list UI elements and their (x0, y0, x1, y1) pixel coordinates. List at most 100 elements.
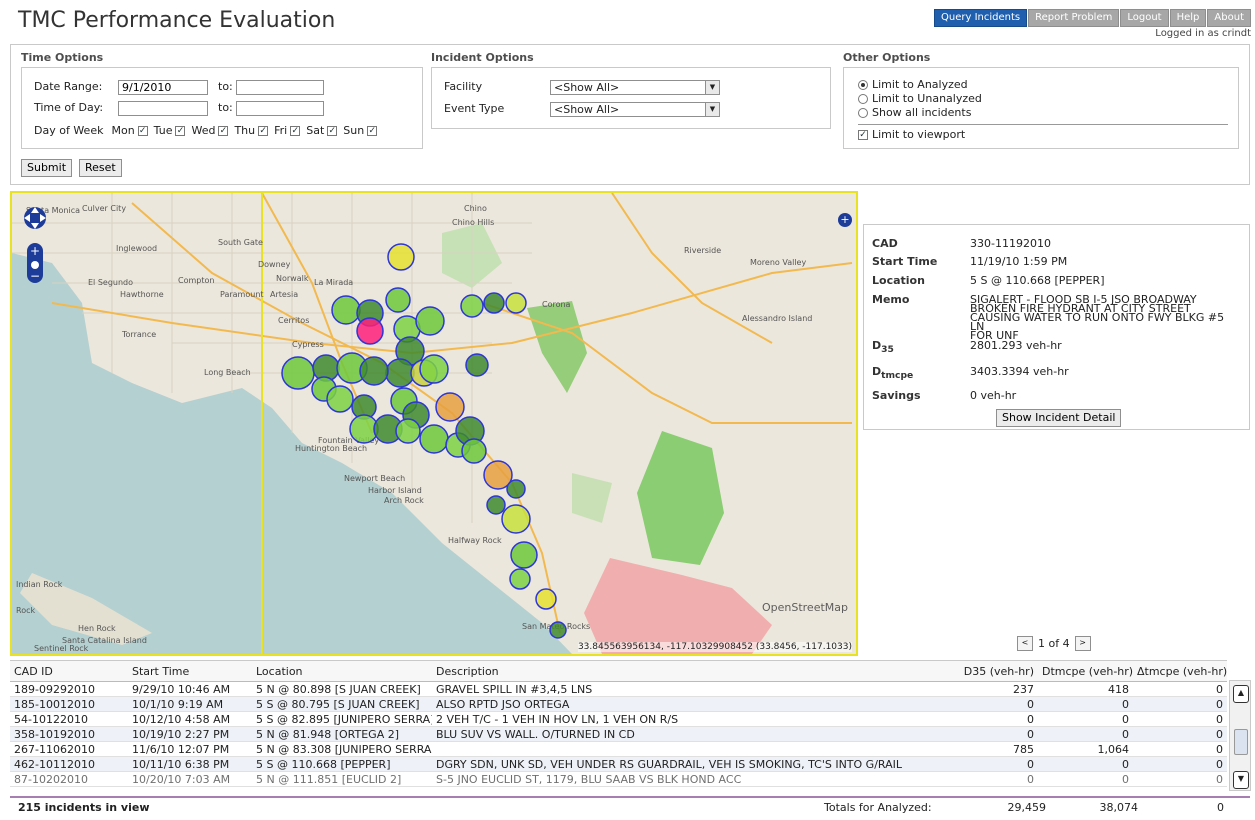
day-checkbox[interactable]: ✓ (137, 125, 148, 136)
incident-marker[interactable] (501, 504, 531, 534)
incident-marker[interactable] (486, 495, 506, 515)
time-options-title: Time Options (21, 51, 104, 64)
incident-marker[interactable] (419, 424, 449, 454)
incident-marker[interactable] (506, 479, 526, 499)
cell-d35: 0 (947, 771, 1038, 787)
incident-marker[interactable] (359, 356, 389, 386)
dtmcpe-value: 3403.3394 veh-hr (970, 365, 1069, 378)
column-header[interactable]: CAD ID (10, 661, 128, 682)
day-checkbox[interactable]: ✓ (327, 125, 338, 136)
limit-viewport-option[interactable]: ✓ Limit to viewport (858, 128, 965, 141)
layer-switcher-icon[interactable]: + (838, 213, 852, 227)
incident-marker[interactable] (331, 295, 361, 325)
incident-marker[interactable] (483, 292, 505, 314)
scroll-down-icon[interactable]: ▼ (1233, 771, 1249, 789)
day-sat[interactable]: Sat✓ (306, 124, 338, 137)
nav-help[interactable]: Help (1169, 9, 1207, 27)
show-incident-detail-button[interactable]: Show Incident Detail (996, 409, 1122, 427)
reset-button[interactable]: Reset (79, 159, 122, 177)
restricted-area (584, 558, 772, 654)
day-wed[interactable]: Wed✓ (191, 124, 229, 137)
filter-option-2[interactable]: Show all incidents (858, 106, 971, 119)
day-of-week-label: Day of Week (34, 124, 104, 137)
incident-marker[interactable] (326, 385, 354, 413)
incident-marker[interactable] (461, 438, 487, 464)
table-scrollbar[interactable]: ▲ ▼ (1229, 680, 1251, 791)
map-place-label: Compton (178, 276, 214, 285)
event-type-select[interactable]: <Show All> ▼ (550, 102, 720, 117)
facility-label: Facility (444, 80, 483, 93)
limit-viewport-checkbox[interactable]: ✓ (858, 129, 868, 140)
filter-radio[interactable] (858, 93, 868, 104)
incident-marker[interactable] (385, 287, 411, 313)
prev-page-button[interactable]: < (1017, 636, 1033, 651)
date-from-input[interactable] (118, 80, 208, 95)
incident-marker[interactable] (281, 356, 315, 390)
incident-marker[interactable] (483, 460, 513, 490)
time-from-input[interactable] (118, 101, 208, 116)
column-header[interactable]: Start Time (128, 661, 252, 682)
incident-marker[interactable] (465, 353, 489, 377)
day-fri[interactable]: Fri✓ (274, 124, 301, 137)
limit-viewport-label: Limit to viewport (872, 128, 966, 141)
day-checkbox[interactable]: ✓ (218, 125, 229, 136)
incident-marker[interactable] (419, 354, 449, 384)
incident-marker[interactable] (415, 306, 445, 336)
incident-marker[interactable] (505, 292, 527, 314)
incident-marker[interactable] (549, 621, 567, 639)
day-checkbox[interactable]: ✓ (175, 125, 186, 136)
nav-report-problem[interactable]: Report Problem (1028, 9, 1120, 27)
map-pan-zoom-control[interactable]: + − (20, 199, 50, 302)
scroll-up-icon[interactable]: ▲ (1233, 685, 1249, 703)
column-header[interactable]: Location (252, 661, 432, 682)
chevron-down-icon: ▼ (705, 81, 719, 94)
filter-radio[interactable] (858, 79, 868, 90)
day-checkbox[interactable]: ✓ (367, 125, 378, 136)
date-to-input[interactable] (236, 80, 324, 95)
filter-radio[interactable] (858, 107, 868, 118)
incident-marker[interactable] (356, 317, 384, 345)
nav-about[interactable]: About (1207, 9, 1251, 27)
incident-marker[interactable] (435, 392, 465, 422)
day-checkbox[interactable]: ✓ (290, 125, 301, 136)
time-to-input[interactable] (236, 101, 324, 116)
day-checkbox[interactable]: ✓ (258, 125, 269, 136)
savings-label: Savings (872, 389, 921, 402)
day-tue[interactable]: Tue✓ (154, 124, 186, 137)
column-header[interactable]: Dtmcpe (veh-hr) (1038, 661, 1133, 682)
filter-option-1[interactable]: Limit to Unanalyzed (858, 92, 982, 105)
day-mon[interactable]: Mon✓ (111, 124, 148, 137)
column-header[interactable]: Δtmcpe (veh-hr) (1133, 661, 1227, 682)
nav-query-incidents[interactable]: Query Incidents (934, 9, 1028, 27)
cell-desc: DGRY SDN, UNK SD, VEH UNDER RS GUARDRAIL… (432, 756, 947, 772)
incident-marker[interactable] (510, 541, 538, 569)
incident-marker[interactable] (535, 588, 557, 610)
nav-logout[interactable]: Logout (1120, 9, 1169, 27)
next-page-button[interactable]: > (1074, 636, 1091, 651)
column-header[interactable]: Description (432, 661, 947, 682)
facility-select[interactable]: <Show All> ▼ (550, 80, 720, 95)
incident-marker[interactable] (460, 294, 484, 318)
column-header[interactable]: D35 (veh-hr) (947, 661, 1038, 682)
scroll-thumb[interactable] (1234, 729, 1248, 755)
submit-button[interactable]: Submit (21, 159, 73, 177)
pan-zoom-icon[interactable]: + − (20, 199, 50, 299)
incident-marker[interactable] (385, 358, 415, 388)
day-thu[interactable]: Thu✓ (234, 124, 269, 137)
filter-option-0[interactable]: Limit to Analyzed (858, 78, 968, 91)
incident-marker[interactable] (509, 568, 531, 590)
cell-cad: 189-09292010 (10, 681, 128, 697)
incident-marker[interactable] (387, 243, 415, 271)
logged-in-status: Logged in as crindt (1155, 28, 1251, 39)
day-sun[interactable]: Sun✓ (343, 124, 378, 137)
incident-marker[interactable] (395, 418, 421, 444)
